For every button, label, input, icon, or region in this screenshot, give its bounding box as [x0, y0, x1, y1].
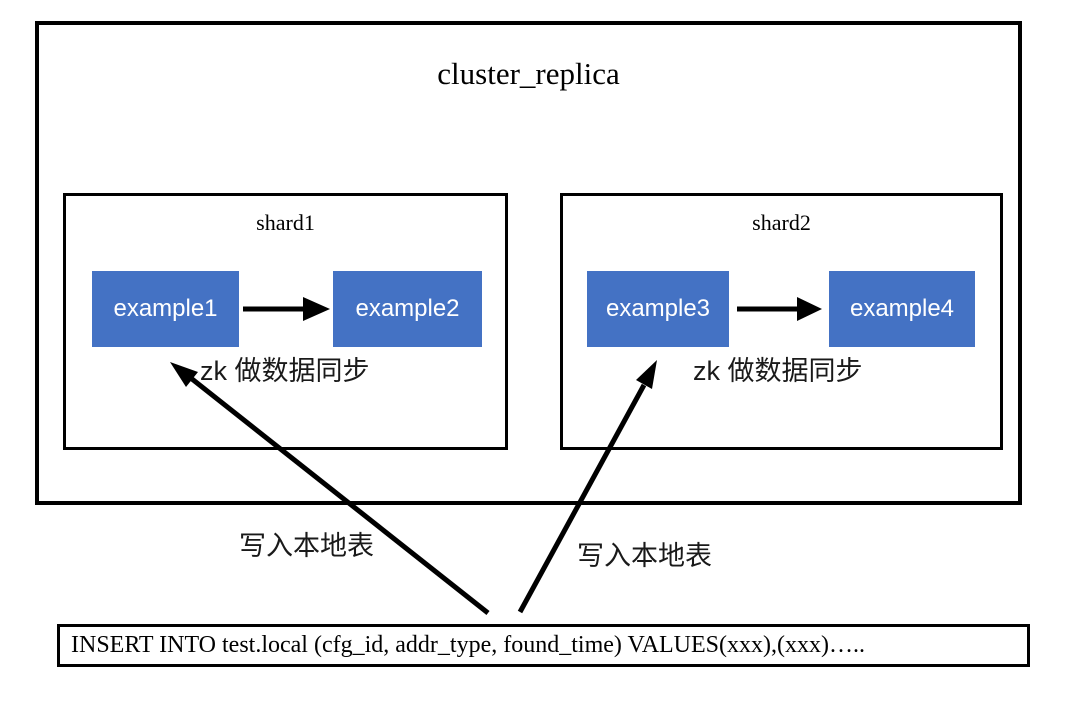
- shard2-sync-label: zk 做数据同步: [693, 356, 863, 386]
- write-local-label-right: 写入本地表: [577, 541, 712, 571]
- shard1-sync-label: zk 做数据同步: [200, 356, 370, 386]
- node-example4: example4: [829, 271, 975, 347]
- shard2-title: shard2: [752, 210, 811, 235]
- node-example3: example3: [587, 271, 729, 347]
- node-example1: example1: [92, 271, 239, 347]
- write-local-label-left: 写入本地表: [239, 531, 374, 561]
- cluster-title: cluster_replica: [437, 56, 620, 91]
- shard1-title: shard1: [256, 210, 315, 235]
- insert-statement-box: INSERT INTO test.local (cfg_id, addr_typ…: [57, 624, 1030, 667]
- node-example2: example2: [333, 271, 482, 347]
